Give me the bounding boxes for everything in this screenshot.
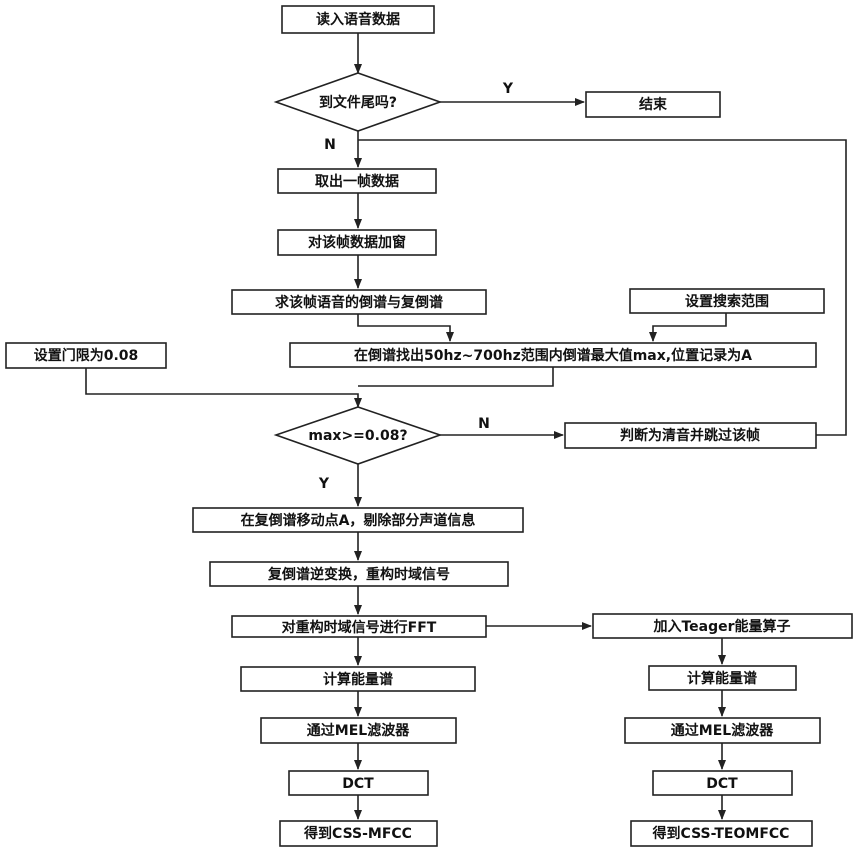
node-mel-filter-left: 通过MEL滤波器 <box>261 718 456 743</box>
edge-label-eof-yes: Y <box>502 81 514 97</box>
node-cepstrum-label: 求该帧语音的倒谱与复倒谱 <box>275 294 443 311</box>
edge-cepstrum-to-find-max <box>358 313 450 341</box>
node-dct-left: DCT <box>289 771 428 795</box>
node-teager: 加入Teager能量算子 <box>593 614 852 638</box>
node-mel-filter-left-label: 通过MEL滤波器 <box>307 722 410 739</box>
node-move-point-label: 在复倒谱移动点A，剔除部分声道信息 <box>241 512 476 529</box>
node-window: 对该帧数据加窗 <box>278 230 436 255</box>
node-threshold: 设置门限为0.08 <box>6 343 166 368</box>
node-take-frame-label: 取出一帧数据 <box>315 173 399 190</box>
edge-find-max-to-check <box>358 366 553 386</box>
node-fft-label: 对重构时域信号进行FFT <box>282 619 437 636</box>
node-take-frame: 取出一帧数据 <box>278 169 436 193</box>
node-inverse-transform: 复倒谱逆变换，重构时域信号 <box>210 562 508 586</box>
node-cepstrum: 求该帧语音的倒谱与复倒谱 <box>232 290 486 314</box>
node-teager-label: 加入Teager能量算子 <box>652 618 790 635</box>
node-dct-right: DCT <box>653 771 792 795</box>
edge-label-max-no: N <box>478 416 490 432</box>
node-inverse-transform-label: 复倒谱逆变换，重构时域信号 <box>267 566 450 583</box>
nodes: 读入语音数据 到文件尾吗? 结束 取出一帧数据 对该帧数据加窗 求该帧语音的倒谱… <box>6 6 852 846</box>
node-mel-filter-right-label: 通过MEL滤波器 <box>671 722 774 739</box>
edge-search-range-to-find-max <box>653 312 726 341</box>
node-result-teomfcc: 得到CSS-TEOMFCC <box>631 821 812 846</box>
node-dct-right-label: DCT <box>706 776 738 792</box>
node-dct-left-label: DCT <box>342 776 374 792</box>
node-energy-spectrum-left: 计算能量谱 <box>241 667 475 691</box>
node-read-speech-label: 读入语音数据 <box>316 11 400 28</box>
node-energy-spectrum-left-label: 计算能量谱 <box>323 671 393 688</box>
node-window-label: 对该帧数据加窗 <box>308 234 406 251</box>
node-end-label: 结束 <box>639 96 668 113</box>
node-move-point: 在复倒谱移动点A，剔除部分声道信息 <box>193 508 523 532</box>
decision-max-threshold-label: max>=0.08? <box>308 428 407 444</box>
node-threshold-label: 设置门限为0.08 <box>34 347 139 364</box>
node-mel-filter-right: 通过MEL滤波器 <box>625 718 820 743</box>
edge-threshold-to-check <box>86 368 358 407</box>
decision-max-threshold: max>=0.08? <box>276 407 440 464</box>
decision-end-of-file-label: 到文件尾吗? <box>319 94 397 111</box>
node-find-max: 在倒谱找出50hz~700hz范围内倒谱最大值max,位置记录为A <box>290 343 816 367</box>
node-result-mfcc: 得到CSS-MFCC <box>280 821 437 846</box>
node-energy-spectrum-right: 计算能量谱 <box>649 666 796 690</box>
node-fft: 对重构时域信号进行FFT <box>232 616 486 637</box>
edge-label-eof-no: N <box>324 137 336 153</box>
node-unvoiced-skip-label: 判断为清音并跳过该帧 <box>620 427 760 444</box>
node-result-mfcc-label: 得到CSS-MFCC <box>303 825 412 842</box>
edge-label-max-yes: Y <box>318 476 330 492</box>
node-read-speech: 读入语音数据 <box>282 6 434 33</box>
node-result-teomfcc-label: 得到CSS-TEOMFCC <box>652 825 790 842</box>
node-energy-spectrum-right-label: 计算能量谱 <box>687 670 757 687</box>
decision-end-of-file: 到文件尾吗? <box>276 73 440 131</box>
node-find-max-label: 在倒谱找出50hz~700hz范围内倒谱最大值max,位置记录为A <box>354 347 752 364</box>
node-end: 结束 <box>586 92 720 117</box>
node-search-range: 设置搜索范围 <box>630 289 824 313</box>
node-unvoiced-skip: 判断为清音并跳过该帧 <box>565 423 816 448</box>
node-search-range-label: 设置搜索范围 <box>685 293 769 310</box>
